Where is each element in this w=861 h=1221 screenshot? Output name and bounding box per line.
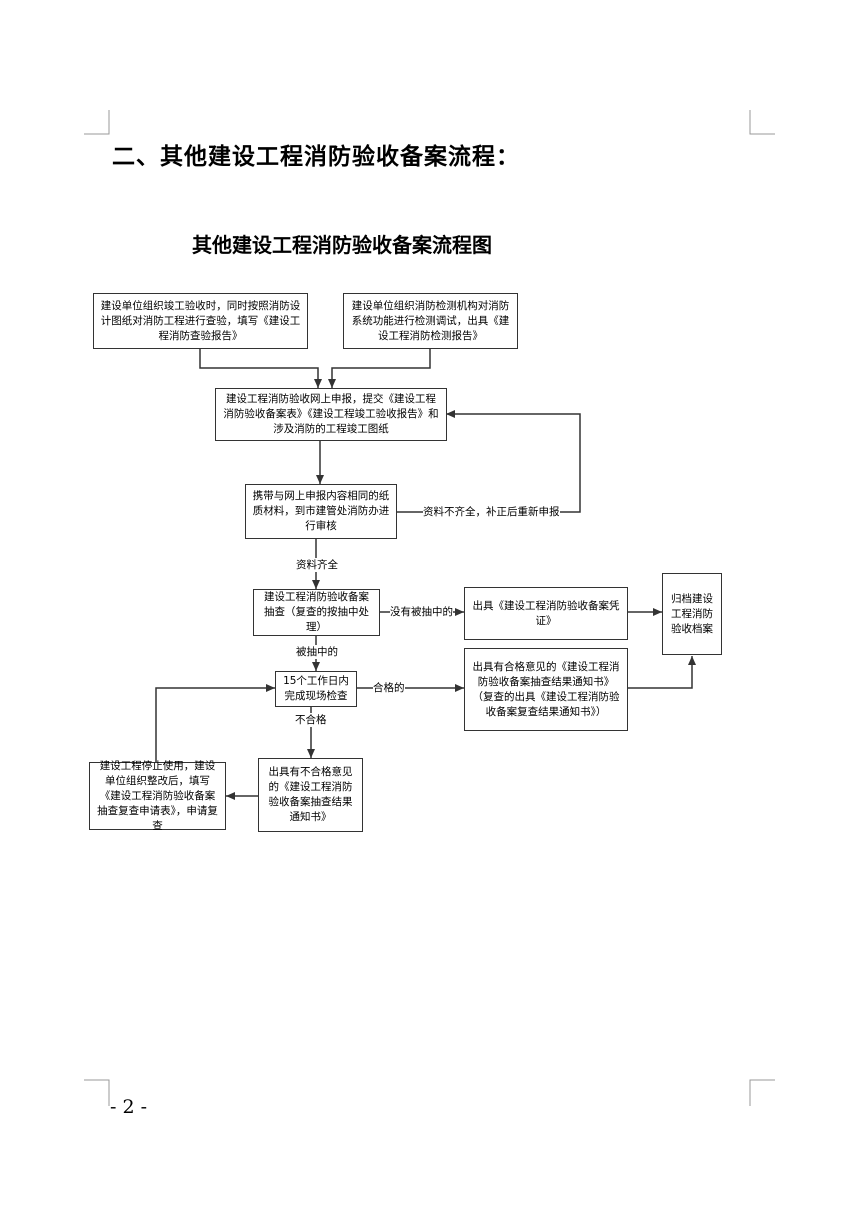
corner-mark-bottom-left bbox=[84, 1079, 110, 1106]
section-heading: 二、其他建设工程消防验收备案流程： bbox=[112, 144, 520, 170]
node-detection: 建设单位组织消防检测机构对消防系统功能进行检测调试，出具《建设工程消防检测报告》 bbox=[343, 293, 518, 349]
edge-label-qualified: 合格的 bbox=[373, 681, 405, 695]
edge-label-complete: 资料齐全 bbox=[296, 558, 338, 572]
node-site-check: 15个工作日内完成现场检查 bbox=[275, 671, 357, 707]
edge-label-not-selected: 没有被抽中的 bbox=[390, 605, 453, 619]
edge-label-selected: 被抽中的 bbox=[296, 645, 338, 659]
node-acceptance-check: 建设单位组织竣工验收时，同时按照消防设计图纸对消防工程进行查验，填写《建设工程消… bbox=[93, 293, 308, 349]
node-certificate: 出具《建设工程消防验收备案凭证》 bbox=[464, 587, 628, 640]
page-number: - 2 - bbox=[110, 1096, 148, 1118]
node-archive: 归档建设工程消防验收档案 bbox=[662, 573, 722, 655]
corner-mark-top-right bbox=[749, 110, 775, 135]
connector-rectify-to-sitecheck bbox=[155, 684, 275, 762]
connector-acceptance-to-online bbox=[199, 348, 322, 388]
connector-detection-to-online bbox=[328, 348, 431, 388]
node-fail-notice: 出具有不合格意见的《建设工程消防验收备案抽查结果通知书》 bbox=[258, 758, 363, 832]
node-spot-check: 建设工程消防验收备案抽查（复查的按抽中处理） bbox=[253, 589, 380, 636]
edge-label-unqualified: 不合格 bbox=[295, 713, 327, 727]
corner-mark-top-left bbox=[84, 110, 110, 135]
node-pass-notice: 出具有合格意见的《建设工程消防验收备案抽查结果通知书》（复查的出具《建设工程消防… bbox=[464, 648, 628, 731]
node-rectify: 建设工程停止使用，建设单位组织整改后，填写《建设工程消防验收备案抽查复查申请表》… bbox=[89, 760, 226, 832]
flowchart-title: 其他建设工程消防验收备案流程图 bbox=[192, 233, 492, 257]
corner-mark-bottom-right bbox=[749, 1079, 775, 1106]
connector-pass-to-archive bbox=[628, 656, 696, 689]
node-paper-review: 携带与网上申报内容相同的纸质材料，到市建管处消防办进行审核 bbox=[245, 484, 397, 539]
edge-label-incomplete: 资料不齐全，补正后重新申报 bbox=[423, 505, 560, 519]
node-online-report: 建设工程消防验收网上申报，提交《建设工程消防验收备案表》《建设工程竣工验收报告》… bbox=[215, 388, 447, 441]
